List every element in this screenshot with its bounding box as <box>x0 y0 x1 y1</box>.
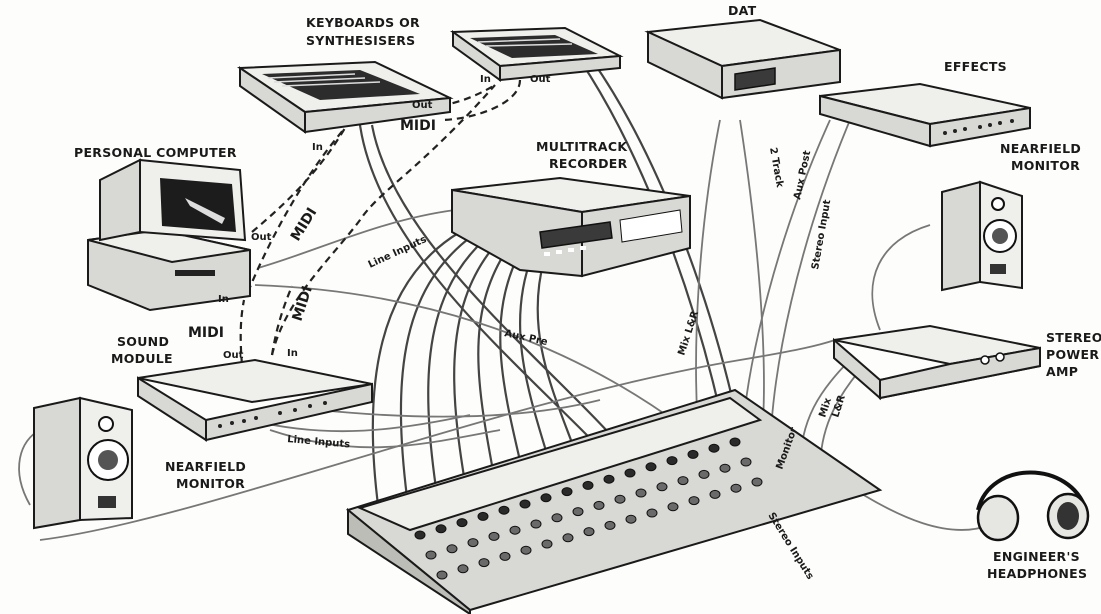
effects-label: EFFECTS <box>944 59 1007 74</box>
personal-computer-label: PERSONAL COMPUTER <box>74 145 237 160</box>
sm-out-label: Out <box>223 350 244 361</box>
mixer-knob-icon <box>710 490 720 498</box>
mixer-knob-icon <box>730 438 740 446</box>
mixer-knob-icon <box>626 515 636 523</box>
mixer-knob-icon <box>709 444 719 452</box>
mixer-knob-icon <box>541 494 551 502</box>
mixer-knob-icon <box>720 464 730 472</box>
mixer-knob-icon <box>542 540 552 548</box>
nearfield-left-label-line2: MONITOR <box>176 476 245 491</box>
midi-label-pc-keyboard: MIDI <box>288 205 321 244</box>
headphones-label-line2: HEADPHONES <box>987 566 1087 581</box>
midi-label-sound-module: MIDI <box>188 325 224 341</box>
nearfield-right-label-line2: MONITOR <box>1011 158 1080 173</box>
nearfield-monitor-left-icon <box>34 398 132 528</box>
mixer-knob-icon <box>625 469 635 477</box>
kb1-in-label: In <box>312 142 323 153</box>
kb2-out-label: Out <box>530 74 551 85</box>
stereo-input-label: Stereo Input <box>810 199 833 271</box>
keyboard-2-icon <box>453 28 620 80</box>
mixer-knob-icon <box>521 546 531 554</box>
mixer-knob-icon <box>479 559 489 567</box>
stereo-amp-label-line2: POWER <box>1046 347 1099 362</box>
keyboards-label-line1: KEYBOARDS OR <box>306 15 420 30</box>
headphones-label-line1: ENGINEER'S <box>993 549 1080 564</box>
headphones-icon <box>978 473 1088 541</box>
mixer-knob-icon <box>415 531 425 539</box>
nearfield-left-label-line1: NEARFIELD <box>165 459 246 474</box>
mixer-knob-icon <box>668 503 678 511</box>
kb2-in-label: In <box>480 74 491 85</box>
mixer-knob-icon <box>447 545 457 553</box>
midi-label-pc-module: MIDI <box>290 284 316 323</box>
mixer-knob-icon <box>688 450 698 458</box>
mixer-knob-icon <box>437 571 447 579</box>
pc-out-label: Out <box>251 232 272 243</box>
sm-in-label: In <box>287 348 298 359</box>
mixer-knob-icon <box>605 521 615 529</box>
mixer-knob-icon <box>667 457 677 465</box>
mixer-knob-icon <box>499 506 509 514</box>
kb1-out-label: Out <box>412 100 433 111</box>
mixer-knob-icon <box>436 525 446 533</box>
mixer-knob-icon <box>604 475 614 483</box>
mixer-knob-icon <box>584 528 594 536</box>
mixer-knob-icon <box>731 484 741 492</box>
mixer-knob-icon <box>458 565 468 573</box>
mixer-knob-icon <box>426 551 436 559</box>
mixer-knob-icon <box>457 519 467 527</box>
two-track-label: 2 Track <box>767 147 785 189</box>
multitrack-recorder-icon <box>452 178 690 276</box>
sound-module-label-line1: SOUND <box>117 334 169 349</box>
stereo-inputs-label: Stereo Inputs <box>765 511 815 582</box>
nearfield-right-label-line1: NEARFIELD <box>1000 141 1081 156</box>
multitrack-label-line2: RECORDER <box>549 156 628 171</box>
dat-icon <box>648 20 840 98</box>
effects-icon <box>820 84 1030 146</box>
mixer-knob-icon <box>468 539 478 547</box>
stereo-amp-label-line3: AMP <box>1046 364 1078 379</box>
stereo-amp-label-line1: STEREO <box>1046 330 1101 345</box>
pc-in-label: In <box>218 294 229 305</box>
mixer-knob-icon <box>647 509 657 517</box>
multitrack-label-line1: MULTITRACK <box>536 139 628 154</box>
mixer-knob-icon <box>573 508 583 516</box>
mixer-knob-icon <box>699 470 709 478</box>
mixer-knob-icon <box>510 526 520 534</box>
keyboards-label-line2: SYNTHESISERS <box>306 33 415 48</box>
personal-computer-icon <box>88 160 250 310</box>
mixer-knob-icon <box>531 520 541 528</box>
mixer-knob-icon <box>678 477 688 485</box>
mixer-knob-icon <box>752 478 762 486</box>
mixer-knob-icon <box>646 463 656 471</box>
sound-module-icon <box>138 360 372 440</box>
lr-label-amp: L&R <box>830 394 848 419</box>
aux-post-label: Aux Post <box>792 149 813 200</box>
mixer-knob-icon <box>689 497 699 505</box>
mixer-knob-icon <box>594 501 604 509</box>
nearfield-monitor-right-icon <box>942 182 1022 290</box>
mixer-knob-icon <box>636 489 646 497</box>
mixer-knob-icon <box>583 481 593 489</box>
mixer-knob-icon <box>500 552 510 560</box>
mix-lr-label-dat: Mix L&R <box>676 309 701 357</box>
mixer-knob-icon <box>562 488 572 496</box>
mixer-knob-icon <box>552 514 562 522</box>
midi-label-keyboards: MIDI <box>400 118 436 134</box>
mixer-knob-icon <box>489 532 499 540</box>
mixer-knob-icon <box>741 458 751 466</box>
mixer-knob-icon <box>657 483 667 491</box>
mixer-knob-icon <box>520 500 530 508</box>
line-inputs-label-module: Line Inputs <box>287 434 351 450</box>
sound-module-label-line2: MODULE <box>111 351 173 366</box>
dat-label: DAT <box>728 3 757 18</box>
mixer-knob-icon <box>615 495 625 503</box>
mixer-knob-icon <box>478 512 488 520</box>
mixer-knob-icon <box>563 534 573 542</box>
aux-pre-label: Aux Pre <box>503 328 548 348</box>
stereo-power-amp-icon <box>834 326 1040 398</box>
